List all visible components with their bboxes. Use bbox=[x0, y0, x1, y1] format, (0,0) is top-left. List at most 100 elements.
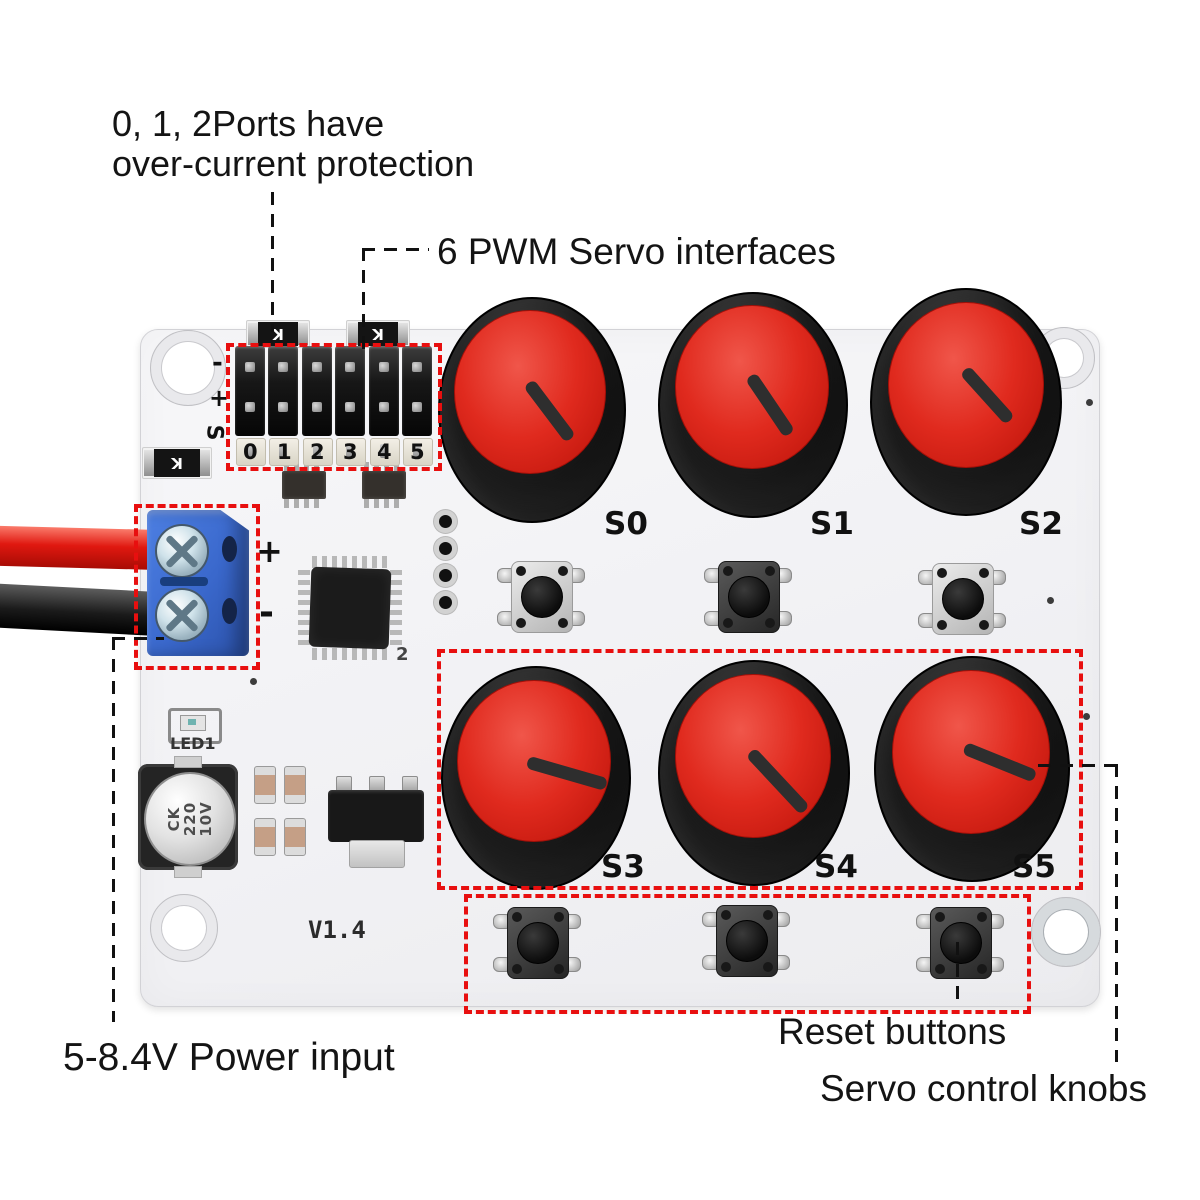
servo-knob-s5 bbox=[874, 656, 1070, 882]
button-corner bbox=[763, 962, 773, 972]
leader-line-reset bbox=[956, 942, 959, 1008]
tactile-button-3 bbox=[918, 556, 1006, 642]
button-corner bbox=[765, 566, 775, 576]
reset-button-1 bbox=[493, 900, 581, 986]
button-corner bbox=[935, 964, 945, 974]
smd-resistor bbox=[284, 766, 306, 804]
header-plastic bbox=[369, 346, 399, 436]
through-hole bbox=[434, 564, 457, 587]
annotation-reset-buttons: Reset buttons bbox=[778, 1011, 1007, 1052]
button-corner bbox=[723, 566, 733, 576]
mounting-hole-bottom-right bbox=[1031, 897, 1101, 967]
pwm-header-column-1 bbox=[268, 346, 299, 466]
diode-marking: K bbox=[154, 449, 200, 477]
button-corner bbox=[935, 912, 945, 922]
header-pin bbox=[245, 362, 255, 372]
button-corner bbox=[554, 964, 564, 974]
capacitor-marking: CK 220 10V bbox=[145, 775, 235, 863]
servo-knob-s3 bbox=[441, 666, 631, 890]
header-row-label-minus: - bbox=[212, 348, 223, 378]
capacitor-marking-line: CK bbox=[165, 806, 183, 832]
mcu-body bbox=[308, 566, 392, 650]
servo-knob-s0 bbox=[438, 297, 626, 523]
reset-button-2 bbox=[702, 898, 790, 984]
mcu-pins bbox=[298, 570, 310, 646]
leader-line-power-vertical bbox=[112, 637, 115, 1022]
highlight-box-power-terminal bbox=[134, 504, 260, 670]
mcu-marking: 2 bbox=[396, 644, 409, 665]
header-pin bbox=[380, 444, 388, 458]
knob-label-s0: S0 bbox=[604, 506, 648, 542]
button-base bbox=[511, 561, 573, 633]
terminal-wire-slot bbox=[222, 536, 237, 562]
header-plastic bbox=[235, 346, 265, 436]
header-pin bbox=[379, 402, 389, 412]
button-base bbox=[932, 563, 994, 635]
button-base bbox=[716, 905, 778, 977]
button-corner bbox=[723, 618, 733, 628]
regulator-tab bbox=[349, 840, 405, 868]
smd-resistor bbox=[284, 818, 306, 856]
knob-label-s2: S2 bbox=[1019, 506, 1063, 542]
button-plunger bbox=[521, 576, 563, 618]
header-pin bbox=[279, 444, 287, 458]
leader-line-ports bbox=[271, 192, 274, 332]
leader-line-pwm-vertical bbox=[362, 248, 365, 356]
annotation-power-input: 5-8.4V Power input bbox=[63, 1036, 395, 1079]
header-pin-number-4: 4 bbox=[377, 440, 392, 464]
knob-label-s4: S4 bbox=[814, 849, 858, 885]
capacitor-top: CK 220 10V bbox=[144, 772, 236, 866]
smd-pins bbox=[284, 499, 324, 508]
diode-terminal bbox=[398, 323, 408, 345]
header-pin bbox=[345, 402, 355, 412]
terminal-screw-bottom bbox=[155, 588, 209, 642]
button-corner bbox=[763, 910, 773, 920]
knob-label-s3: S3 bbox=[601, 849, 645, 885]
header-pin-number-2: 2 bbox=[310, 440, 325, 464]
smd-resistor-array bbox=[281, 462, 327, 508]
header-pin bbox=[379, 362, 389, 372]
header-pin bbox=[412, 362, 422, 372]
highlight-box-pwm-header bbox=[226, 343, 442, 471]
through-hole bbox=[434, 537, 457, 560]
led-label: LED1 bbox=[170, 734, 216, 753]
button-plunger bbox=[517, 922, 559, 964]
button-corner bbox=[554, 912, 564, 922]
header-plastic bbox=[302, 346, 332, 436]
header-plastic bbox=[268, 346, 298, 436]
diode-terminal bbox=[298, 323, 308, 345]
mcu-pins bbox=[312, 648, 388, 660]
reset-button-3 bbox=[916, 900, 1004, 986]
terminal-screw-top bbox=[155, 524, 209, 578]
mounting-hole-bottom-left bbox=[150, 894, 218, 962]
servo-knob-s4 bbox=[658, 660, 850, 886]
silkscreen-minus: - bbox=[259, 592, 274, 633]
button-plunger bbox=[940, 922, 982, 964]
diode-terminal bbox=[348, 323, 358, 345]
via-dot bbox=[1086, 399, 1093, 406]
button-corner bbox=[558, 618, 568, 628]
electrolytic-capacitor: CK 220 10V bbox=[138, 756, 238, 878]
header-pin-number-5: 5 bbox=[410, 440, 425, 464]
button-plunger bbox=[726, 920, 768, 962]
button-corner bbox=[516, 618, 526, 628]
smd-pins bbox=[284, 462, 324, 471]
smd-resistor-array bbox=[361, 462, 407, 508]
header-pin bbox=[245, 402, 255, 412]
through-hole bbox=[434, 591, 457, 614]
button-corner bbox=[558, 566, 568, 576]
button-corner bbox=[979, 620, 989, 630]
capacitor-marking-line: 220 bbox=[181, 801, 199, 837]
header-pin bbox=[278, 402, 288, 412]
mcu-pins bbox=[390, 570, 402, 646]
header-row-label-plus: + bbox=[209, 384, 230, 412]
led-indicator bbox=[168, 708, 222, 744]
diode-terminal bbox=[248, 323, 258, 345]
annotation-ports-protection: 0, 1, 2Ports have over-current protectio… bbox=[112, 104, 474, 184]
button-corner bbox=[979, 568, 989, 578]
button-corner bbox=[512, 912, 522, 922]
regulator-body bbox=[328, 790, 424, 842]
header-pin-number-0: 0 bbox=[243, 440, 258, 464]
servo-knob-s1 bbox=[658, 292, 848, 518]
